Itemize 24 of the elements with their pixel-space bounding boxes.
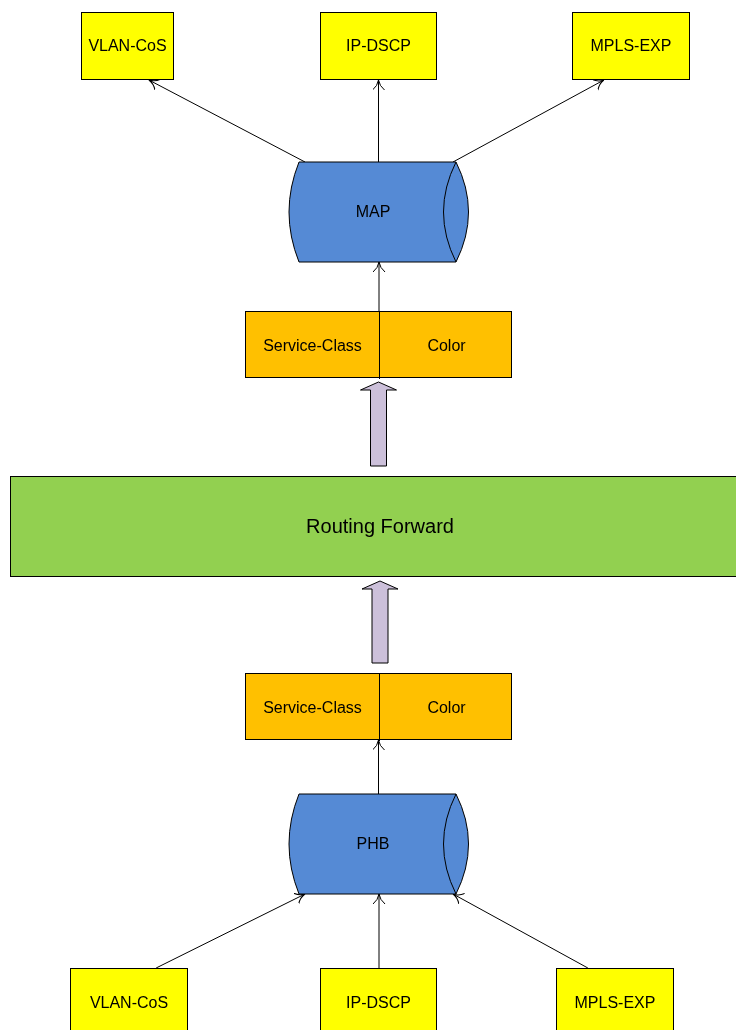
label-box xyxy=(320,12,437,80)
node-label: PHB xyxy=(356,835,390,853)
node-label: Routing Forward xyxy=(306,515,454,538)
node-label: VLAN-CoS xyxy=(88,37,167,55)
block-arrow xyxy=(361,580,399,664)
label-box xyxy=(320,968,437,1030)
node-label: Service-Class xyxy=(263,336,362,355)
label-box xyxy=(81,12,174,80)
block-arrow xyxy=(360,381,397,467)
label-box xyxy=(70,968,188,1030)
node-label: VLAN-CoS xyxy=(89,994,169,1012)
label-box xyxy=(572,12,690,80)
node-label: MAP xyxy=(355,203,391,221)
process-band xyxy=(10,476,736,577)
split-box xyxy=(245,311,512,378)
split-box xyxy=(245,673,512,740)
node-label: IP-DSCP xyxy=(346,37,411,55)
label-box xyxy=(556,968,674,1030)
node-label: IP-DSCP xyxy=(346,994,411,1012)
node-label: Color xyxy=(427,336,466,355)
node-label: Service-Class xyxy=(263,698,362,717)
node-label: MPLS-EXP xyxy=(574,994,656,1012)
node-label: MPLS-EXP xyxy=(590,37,672,55)
node-label: Color xyxy=(427,698,466,717)
